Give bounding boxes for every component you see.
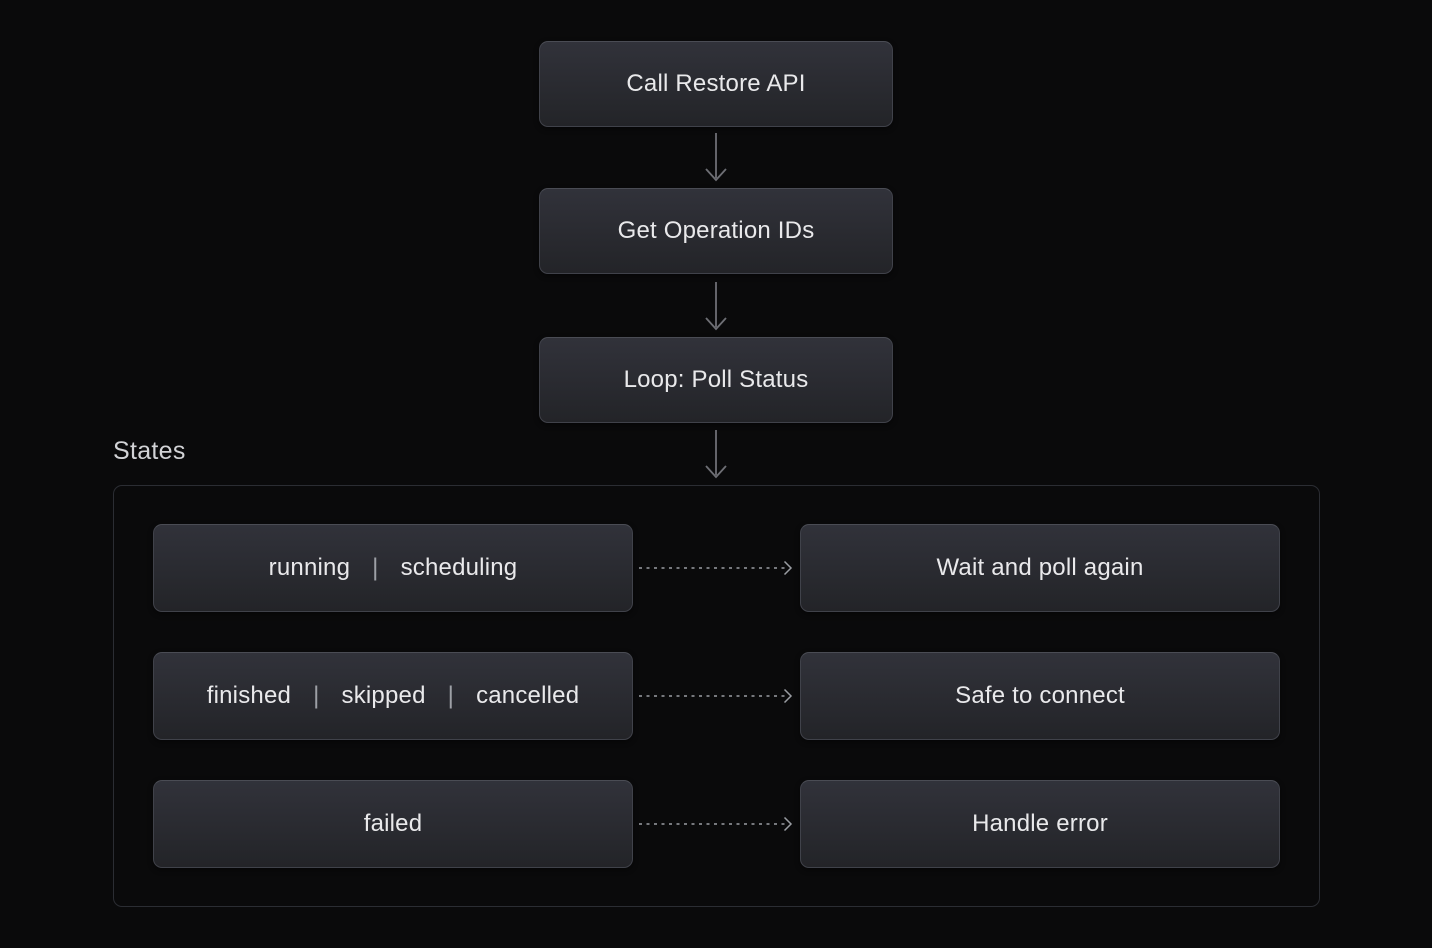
state-row: running | scheduling Wait and poll again (153, 524, 1280, 612)
flow-node-loop-poll-status: Loop: Poll Status (539, 337, 893, 423)
state-label: cancelled (476, 682, 580, 709)
state-separator: | (372, 553, 379, 582)
outcome-label: Handle error (972, 810, 1108, 837)
state-node-finished-skipped-cancelled: finished | skipped | cancelled (153, 652, 633, 740)
state-label: skipped (341, 682, 426, 709)
arrow-down-icon (705, 133, 727, 182)
state-label: running (268, 554, 351, 581)
state-label: scheduling (400, 554, 518, 581)
state-separator: | (313, 681, 320, 710)
arrow-down-icon (705, 430, 727, 479)
state-node-failed: failed (153, 780, 633, 868)
state-node-running-scheduling: running | scheduling (153, 524, 633, 612)
outcome-label: Safe to connect (955, 682, 1125, 709)
arrow-cell (633, 814, 800, 834)
state-separator: | (447, 681, 455, 710)
dashed-arrow-right-icon (638, 816, 792, 832)
state-row: finished | skipped | cancelled Safe to c… (153, 652, 1280, 740)
dashed-arrow-right-icon (638, 688, 792, 704)
arrow-down-icon (705, 282, 727, 331)
outcome-label: Wait and poll again (936, 554, 1144, 581)
state-label: failed (363, 810, 423, 837)
outcome-node-wait-and-poll-again: Wait and poll again (800, 524, 1280, 612)
dashed-arrow-right-icon (638, 560, 792, 576)
arrow-cell (633, 686, 800, 706)
flow-node-label: Loop: Poll Status (623, 366, 809, 393)
arrow-cell (633, 558, 800, 578)
flow-node-call-restore-api: Call Restore API (539, 41, 893, 127)
outcome-node-handle-error: Handle error (800, 780, 1280, 868)
states-container: running | scheduling Wait and poll again… (113, 485, 1320, 907)
state-label: finished (206, 682, 292, 709)
outcome-node-safe-to-connect: Safe to connect (800, 652, 1280, 740)
flow-node-get-operation-ids: Get Operation IDs (539, 188, 893, 274)
states-section-title: States (113, 437, 186, 465)
flow-node-label: Call Restore API (626, 70, 806, 97)
flow-node-label: Get Operation IDs (617, 217, 815, 244)
state-row: failed Handle error (153, 780, 1280, 868)
